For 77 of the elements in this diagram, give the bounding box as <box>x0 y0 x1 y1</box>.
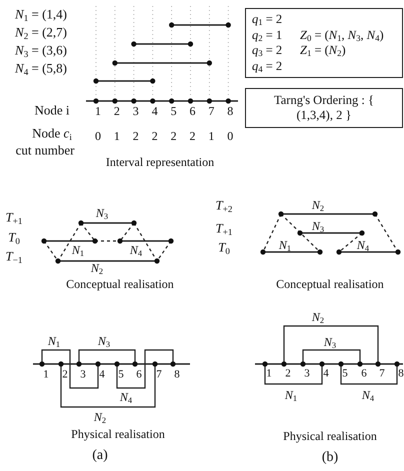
cut-number: 2 <box>132 130 139 142</box>
net-label: N$_{4}$ <box>356 239 370 251</box>
diagram-caption: Interval representation <box>106 156 214 168</box>
equation: q$_{3}$ = 2 <box>252 43 284 58</box>
net-label: N$_{3}$ <box>312 220 324 232</box>
net-label: N$_{3}$ <box>96 207 108 219</box>
cut-number: 0 <box>95 130 101 142</box>
net-label: N$_{1}$ <box>284 389 298 401</box>
panel-label: (b) <box>322 451 338 465</box>
interval-definition: N$_{2}$ = (2,7) <box>15 26 67 38</box>
net-label: N$_{2}$ <box>90 262 104 274</box>
node-number: 6 <box>361 368 367 380</box>
node-number: 4 <box>323 368 329 380</box>
equation: Z$_{0}$ = (N$_{1}$, N$_{3}$, N$_{4}$) <box>300 28 385 43</box>
net-label: N$_{1}$ <box>72 244 84 256</box>
row-label: cut number <box>16 144 74 156</box>
node-number: 7 <box>156 370 162 380</box>
net-label: N$_{4}$ <box>120 391 132 403</box>
level-label: T$_{+1}$ <box>6 210 22 224</box>
node-number: 4 <box>99 370 105 380</box>
net-label: N$_{2}$ <box>312 311 324 323</box>
node-number: 3 <box>304 368 310 380</box>
interval-definition: N$_{4}$ = (5,8) <box>15 62 67 74</box>
node-number: 2 <box>114 105 120 117</box>
node-number: 3 <box>80 370 86 380</box>
net-label: N$_{1}$ <box>278 239 292 251</box>
node-number: 6 <box>190 105 196 117</box>
cut-number: 1 <box>208 130 214 142</box>
diagram-caption: Conceptual realisation <box>66 278 174 290</box>
cut-number: 2 <box>170 130 177 142</box>
net-label: N$_{4}$ <box>362 389 374 401</box>
equation: q$_{1}$ = 2 <box>252 12 284 28</box>
node-number: 2 <box>285 368 291 380</box>
net-label: N$_{3}$ <box>324 336 336 348</box>
cut-number: 2 <box>152 130 158 142</box>
net-label: N$_{2}$ <box>312 199 324 211</box>
node-number: 7 <box>379 368 385 380</box>
node-number: 6 <box>136 370 142 380</box>
node-number: 1 <box>95 105 101 117</box>
equation: q$_{2}$ = 1 <box>252 28 284 43</box>
equation: Z$_{1}$ = (N$_{2}$) <box>300 43 347 58</box>
node-number: 4 <box>152 105 158 117</box>
panel-label: (a) <box>92 449 108 463</box>
diagram-caption: Physical realisation <box>283 430 377 442</box>
node-number: 1 <box>266 368 272 380</box>
equation: q$_{4}$ = 2 <box>252 58 284 74</box>
net-label: N$_{4}$ <box>130 244 142 256</box>
cut-number: 1 <box>114 130 120 142</box>
interval-definition: N$_{1}$ = (1,4) <box>15 8 67 20</box>
net-label: N$_{1}$ <box>48 335 60 347</box>
ordering-box <box>245 88 403 128</box>
level-label: T$_{−1}$ <box>6 250 22 262</box>
level-label: T$_{0}$ <box>218 240 230 254</box>
node-number: 8 <box>398 368 404 380</box>
row-label: Node i <box>34 104 70 116</box>
cut-number: 2 <box>190 130 196 142</box>
diagram-caption: Conceptual realisation <box>276 278 384 290</box>
row-label: Node c$_{i}$ <box>32 126 72 140</box>
node-number: 3 <box>132 105 139 117</box>
interval-definition: N$_{3}$ = (3,6) <box>15 44 67 56</box>
parameter-box <box>245 8 403 78</box>
node-number: 7 <box>208 105 214 117</box>
node-number: 1 <box>43 370 49 380</box>
node-number: 5 <box>170 105 177 117</box>
node-number: 8 <box>174 370 180 380</box>
level-label: T$_{+1}$ <box>216 222 232 234</box>
ordering-text: Tarng's Ordering : { (1,3,4), 2 } <box>272 93 376 123</box>
cut-number: 0 <box>227 130 234 142</box>
node-number: 5 <box>342 368 348 380</box>
level-label: T$_{+2}$ <box>216 198 232 212</box>
net-label: N$_{2}$ <box>94 411 106 423</box>
node-number: 2 <box>62 370 68 380</box>
diagram-caption: Physical realisation <box>71 428 165 440</box>
level-label: T$_{0}$ <box>8 230 20 244</box>
net-label: N$_{3}$ <box>98 335 110 347</box>
node-number: 8 <box>227 105 234 117</box>
node-number: 5 <box>118 370 124 380</box>
